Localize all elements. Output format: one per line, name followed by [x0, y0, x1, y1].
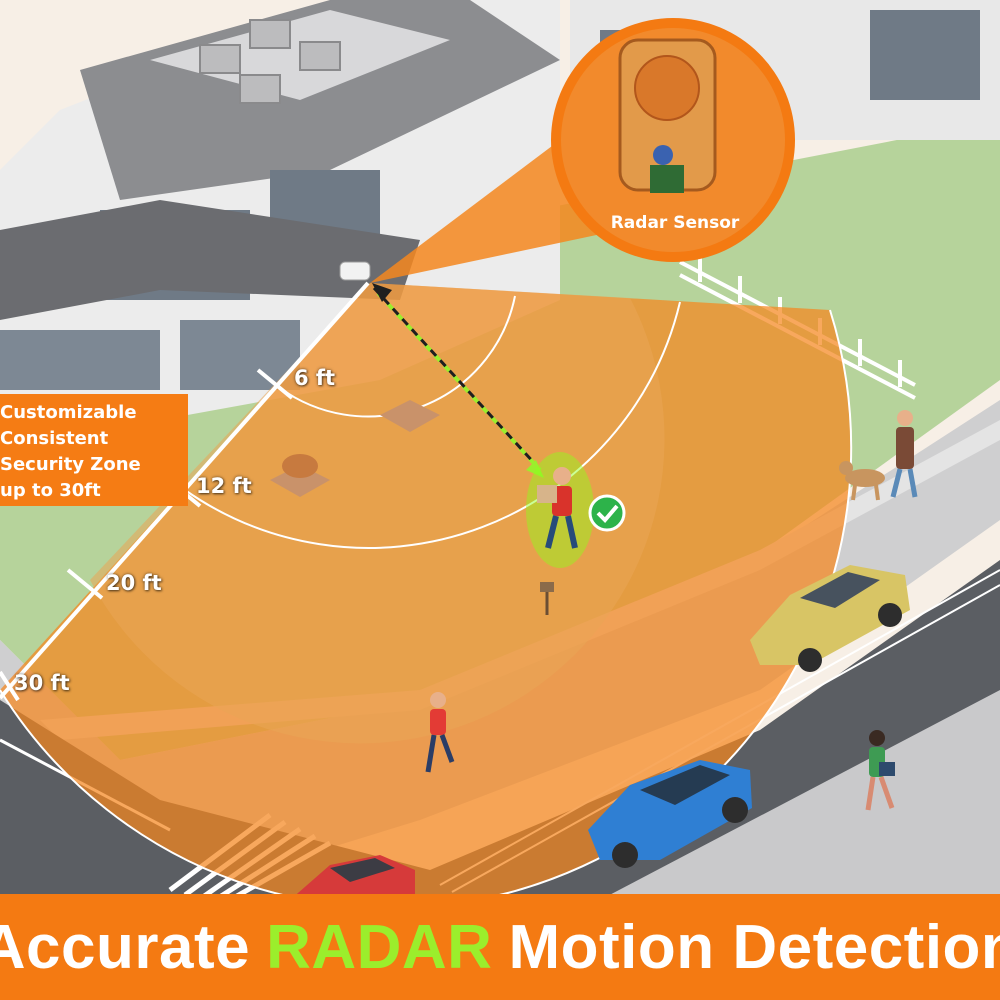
- zone-callout-text: Customizable Consistent Security Zone up…: [0, 400, 190, 504]
- detection-distance-arrow: [372, 283, 544, 478]
- red-car: [290, 855, 415, 900]
- pedestrian: [425, 692, 455, 773]
- zone-line-3: Security Zone: [0, 454, 141, 475]
- distance-label-20ft: 20 ft: [106, 571, 162, 595]
- zone-callout-box: [0, 394, 188, 506]
- blue-car: [588, 760, 752, 868]
- headline-part-2: Motion Detection: [508, 912, 1000, 982]
- range-arc-20ft: [0, 309, 853, 900]
- zone-line-2: Consistent: [0, 428, 109, 449]
- radar-sensor-label: Radar Sensor: [610, 213, 740, 233]
- headline-highlight: RADAR: [266, 912, 493, 982]
- yellow-car: [750, 565, 910, 672]
- delivery-person: [526, 452, 594, 568]
- check-icon: [588, 494, 626, 532]
- neighborhood-illustration: [0, 0, 1000, 900]
- radar-sensor-callout: [370, 18, 795, 283]
- zone-line-4: up to 30ft: [0, 480, 101, 501]
- headline-banner: Accurate RADAR Motion Detection: [0, 894, 1000, 1000]
- pedestrian-with-dog: [839, 410, 918, 501]
- distance-label-6ft: 6 ft: [294, 366, 336, 390]
- ac-unit: [199, 19, 341, 104]
- zone-line-1: Customizable: [0, 402, 137, 423]
- headline-part-1: Accurate: [0, 912, 251, 982]
- planter: [270, 400, 554, 615]
- distance-label-30ft: 30 ft: [14, 671, 70, 695]
- pedestrian: [865, 730, 895, 811]
- range-arc-12ft: [184, 301, 681, 549]
- detection-zone: [0, 283, 853, 900]
- security-camera: [339, 261, 371, 281]
- distance-label-12ft: 12 ft: [196, 474, 252, 498]
- range-arc-6ft: [279, 295, 516, 418]
